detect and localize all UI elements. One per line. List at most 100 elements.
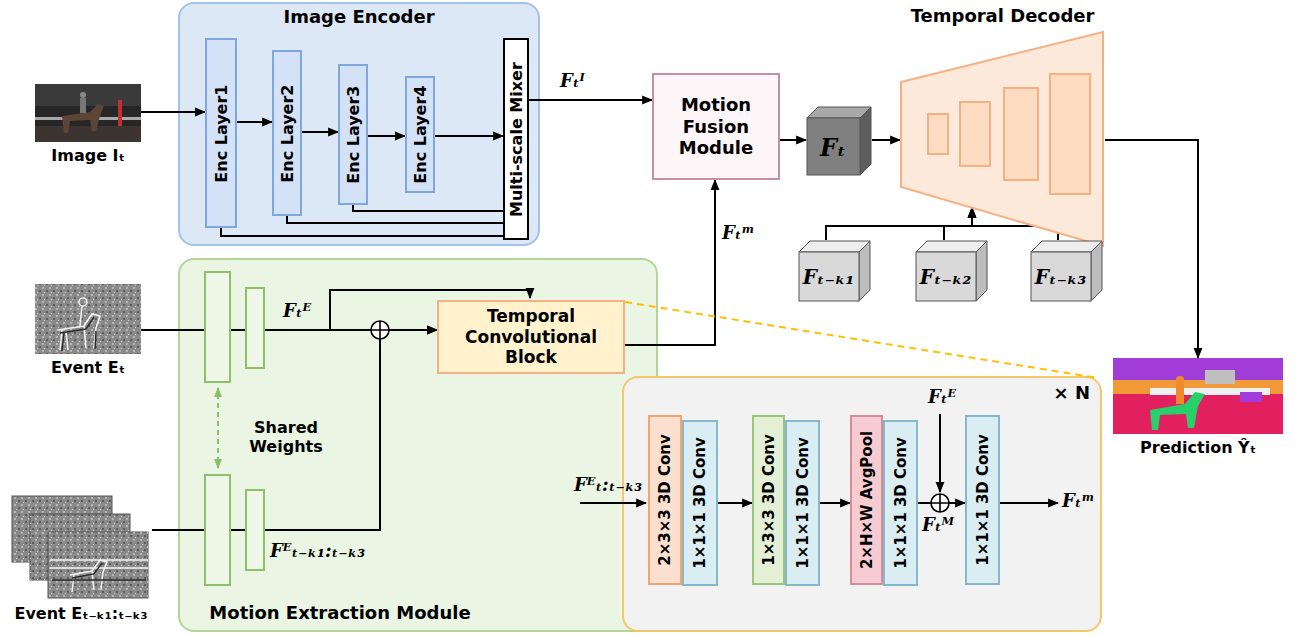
output-arrow [1000, 502, 1058, 504]
connector [944, 208, 972, 240]
text-label: Fₜ₋ₖ₂ [920, 265, 971, 289]
edge-label-holder: Fₜᵐ [722, 222, 755, 243]
connector [780, 139, 806, 141]
input-image [35, 84, 141, 142]
memory-cube: Fₜ₋ₖ₁ [798, 240, 871, 302]
encoder-layer: Enc Layer2 [272, 50, 302, 216]
memory-cube: Fₜ₋ₖ₃ [1030, 240, 1103, 302]
segmentation-output [1113, 358, 1283, 434]
edge-label-holder: Fₜᴱ [283, 300, 311, 321]
edge-label-holder: Fₜᴵ [560, 70, 585, 91]
shared-weights-arrow [217, 394, 219, 468]
connector [826, 208, 972, 240]
avgpool-block: 2×H×W AvgPool [850, 415, 883, 585]
text-label: Fᴱₜ₋ₖ₁:ₜ₋ₖ₃ [270, 540, 365, 561]
connector [872, 139, 900, 141]
title-holder: Image Encoder [178, 6, 540, 27]
encoder-panel: Image EncoderEnc Layer1 Enc Layer2 Enc Lay… [178, 2, 540, 246]
text-label: Fₜᴱ [283, 300, 311, 321]
fusion-box: Motion Fusion Module [652, 73, 780, 180]
text-label: 1×3×3 3D Conv [759, 434, 777, 566]
edge-label-holder: Fᴱₜ₋ₖ₁:ₜ₋ₖ₃ [270, 540, 365, 561]
label-holder: Fᴱₜ:ₜ₋ₖ₃ [574, 474, 642, 495]
conv-block: 1×1×1 3D Conv [883, 420, 918, 586]
event-image [35, 284, 141, 354]
conv-block: 1×1×1 3D Conv [682, 420, 718, 586]
text-label: Temporal Convolutional Block [445, 306, 617, 368]
connector [237, 121, 272, 123]
connector [302, 131, 338, 133]
text-label: Enc Layer3 [344, 86, 363, 184]
skip-arrow [939, 414, 941, 492]
sum-symbol [371, 321, 389, 339]
text-label: Event Eₜ [51, 358, 125, 377]
connector [435, 135, 503, 137]
connector [1105, 140, 1198, 358]
text-label: × N [1054, 382, 1090, 403]
event-stack-node: Event Eₜ₋ₖ₁:ₜ₋ₖ₃ [10, 494, 152, 623]
text-label: Enc Layer4 [411, 86, 430, 184]
text-label: Motion Fusion Module [660, 94, 772, 160]
connector [529, 99, 652, 101]
sum-symbol [931, 494, 949, 512]
text-label: Fᴱₜ:ₜ₋ₖ₃ [574, 474, 642, 495]
conv-block: 2×3×3 3D Conv [648, 415, 682, 585]
text-label: Fₜᴹ [922, 514, 954, 535]
text-label: 2×3×3 3D Conv [656, 434, 674, 566]
text-label: Fₜᴱ [928, 386, 956, 407]
text-label: Motion Extraction Module [209, 602, 470, 623]
encoder-layer: Enc Layer3 [338, 64, 368, 205]
connector [141, 111, 205, 113]
label-holder: Fₜᴹ [922, 514, 954, 535]
prediction-node: Prediction Ŷₜ [1108, 358, 1288, 457]
connector [353, 205, 503, 211]
text-label: Fₜ₋ₖ₁ [803, 265, 854, 289]
connector [221, 228, 503, 236]
text-label: Image Encoder [283, 6, 434, 27]
label-holder: Shared Weights [238, 418, 334, 456]
multiscale-mixer: Multi-scale Mixer [503, 38, 529, 240]
encoder-layer: Enc Layer1 [205, 38, 237, 228]
text-label: 1×1×1 3D Conv [691, 437, 709, 569]
memory-cube: Fₜ₋ₖ₂ [915, 240, 988, 302]
text-label: Shared Weights [238, 418, 334, 456]
text-label: Enc Layer2 [278, 84, 297, 182]
text-label: Temporal Decoder [900, 2, 1105, 26]
text-label: Event Eₜ₋ₖ₁:ₜ₋ₖ₃ [14, 604, 147, 623]
text-label: Fₜᴵ [560, 70, 585, 91]
label-holder: Fₜᵐ [1062, 490, 1095, 511]
conv-block: 1×1×1 3D Conv [965, 415, 1000, 585]
temporal-conv-box: Temporal Convolutional Block [437, 300, 625, 374]
connector [625, 180, 715, 345]
detail-panel: × N 2×3×3 3D Conv 1×1×1 3D Conv 1×3×3 3D Co… [622, 376, 1102, 632]
title-holder: × N [1054, 382, 1090, 403]
event-stack-images [12, 496, 148, 598]
text-label: Fₜᵐ [722, 222, 755, 243]
text-label: 2×H×W AvgPool [858, 431, 876, 569]
label-holder: Fₜᴱ [928, 386, 956, 407]
connector [820, 502, 850, 504]
input-image-node: Image Iₜ [35, 84, 141, 165]
decoder-trapezoid: Temporal Decoder [900, 2, 1105, 248]
input-arrow [580, 502, 646, 504]
text-label: 1×1×1 3D Conv [891, 437, 909, 569]
text-label: 1×1×1 3D Conv [973, 434, 991, 566]
decoder-shape [900, 2, 1105, 248]
connector [368, 135, 405, 137]
connector [287, 216, 503, 223]
conv-block: 1×3×3 3D Conv [752, 415, 785, 585]
conv-block: 1×1×1 3D Conv [785, 420, 820, 586]
text-label: Fₜ [820, 133, 846, 162]
connector [152, 330, 437, 530]
title-holder: Motion Extraction Module [140, 602, 540, 623]
text-label: Prediction Ŷₜ [1140, 438, 1256, 457]
text-label: Image Iₜ [51, 146, 124, 165]
event-image-node: Event Eₜ [35, 284, 141, 377]
text-label: 1×1×1 3D Conv [793, 437, 811, 569]
text-label: Multi-scale Mixer [506, 62, 525, 217]
text-label: Fₜᵐ [1062, 490, 1095, 511]
text-label: Enc Layer1 [212, 84, 231, 182]
feature-cube: Fₜ [806, 106, 872, 176]
text-label: Fₜ₋ₖ₃ [1035, 265, 1086, 289]
